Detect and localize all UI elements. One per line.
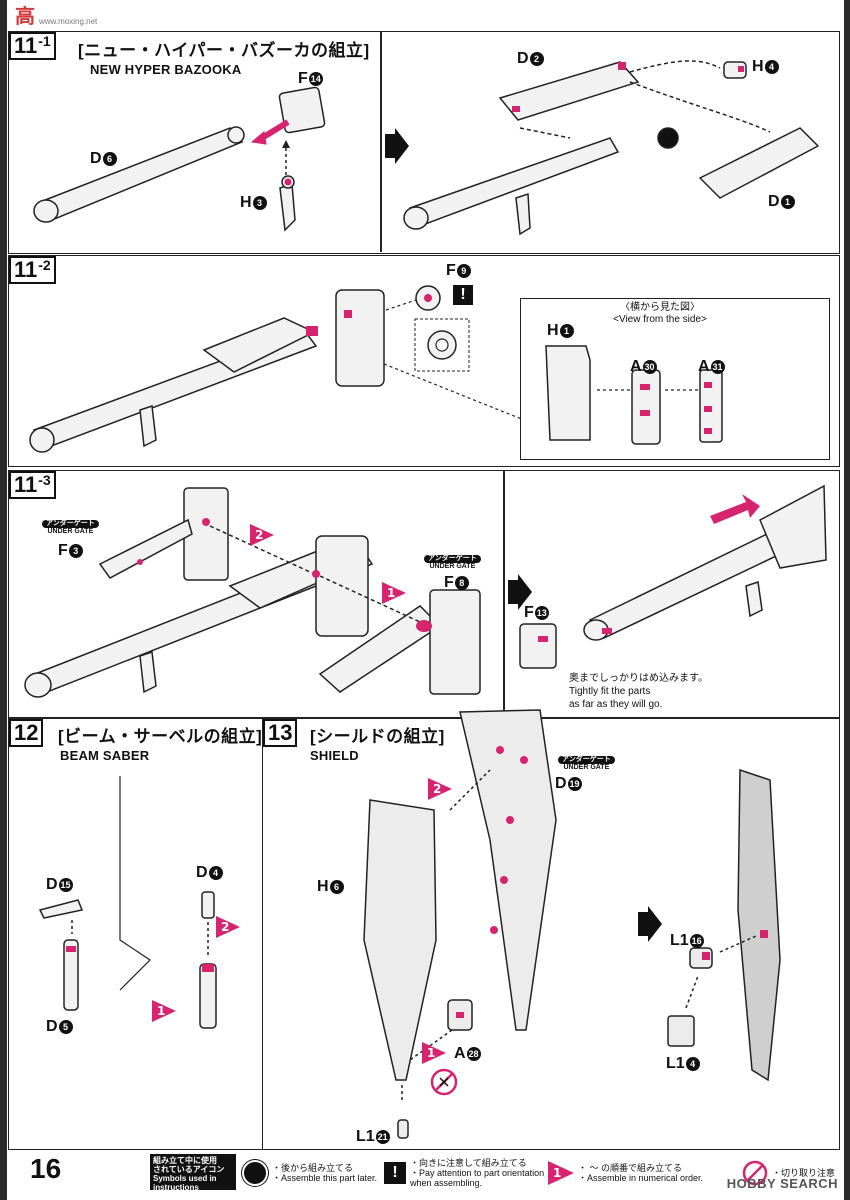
order-1-icon: 1 (422, 1042, 446, 1064)
svg-text:2: 2 (255, 528, 263, 542)
brand-watermark: HOBBY SEARCH (726, 1176, 838, 1191)
legend-order: 1 ・ ～ の順番で組み立てる・Assemble in numerical or… (546, 1155, 703, 1191)
step-13-title-jp: [シールドの組立] (310, 727, 445, 746)
caution-icon: ! (453, 285, 473, 305)
step-12-number: 12 (9, 719, 44, 747)
next-arrow-icon (385, 128, 409, 164)
caution-icon: ! (384, 1162, 406, 1184)
step-12-title-en: BEAM SABER (60, 748, 150, 763)
watermark-text: 高 (15, 5, 35, 28)
watermark-url: www.moxing.net (39, 16, 98, 26)
scan-edge-right (844, 0, 850, 1200)
legend-later: ・後から組み立てる・Assemble this part later. (242, 1155, 377, 1191)
step-11-2-number: 11-2 (9, 256, 56, 284)
bazooka-parts-left-art (33, 86, 326, 232)
side-view-caption: 〈横から見た図〉 <View from the side> (613, 302, 707, 325)
next-arrow-icon (508, 574, 532, 610)
no-cut-icon (742, 1160, 768, 1186)
svg-text:1: 1 (157, 1004, 165, 1018)
scan-edge-left (0, 0, 7, 1200)
bazooka-grip-art (29, 285, 525, 453)
step-11-3-number: 11-3 (9, 471, 56, 499)
step-11-1-title-jp: [ニュー・ハイパー・バズーカの組立] (78, 41, 370, 60)
under-gate-badge: アンダーゲート UNDER GATE (424, 555, 481, 571)
watermark-logo: 高 www.moxing.net (15, 0, 97, 28)
fit-note: 奥までしっかりはめ込みます。 Tightly fit the parts as … (569, 673, 708, 710)
under-gate-badge: アンダーゲート UNDER GATE (42, 520, 99, 536)
order-2-icon: 2 (428, 778, 452, 800)
svg-text:2: 2 (221, 920, 229, 934)
svg-text:1: 1 (427, 1046, 435, 1060)
step-13-number: 13 (263, 719, 298, 747)
step-11-1-title-en: NEW HYPER BAZOOKA (90, 62, 242, 77)
later-icon (242, 1160, 268, 1186)
no-cut-icon (430, 1068, 458, 1096)
footer-bar (7, 1152, 844, 1200)
order-1-icon: 1 (548, 1161, 574, 1185)
step-12-title-jp: [ビーム・サーベルの組立] (58, 727, 263, 746)
order-2-icon: 2 (216, 916, 240, 938)
legend-orientation: ! ・向きに注意して組み立てる・Pay attention to part or… (384, 1155, 544, 1191)
next-arrow-icon (638, 906, 662, 942)
svg-text:1: 1 (387, 586, 395, 600)
step-11-1-number: 11-1 (9, 32, 56, 60)
svg-text:1: 1 (553, 1166, 561, 1180)
top-margin: 高 www.moxing.net (7, 0, 844, 30)
shield-assembly-art (363, 709, 781, 1139)
divider (380, 32, 382, 252)
order-1-icon: 1 (152, 1000, 176, 1022)
order-2-icon: 2 (250, 524, 274, 546)
insert-detail-art (414, 318, 470, 372)
step-13-title-en: SHIELD (310, 748, 359, 763)
bazooka-barrel-fit-art (519, 484, 827, 669)
page-number: 16 (30, 1153, 62, 1184)
divider (503, 471, 505, 716)
svg-text:2: 2 (433, 782, 441, 796)
under-gate-badge: アンダーゲート UNDER GATE (558, 756, 615, 772)
bazooka-assembly-right-art (403, 60, 820, 236)
order-1-icon: 1 (382, 582, 406, 604)
bazooka-stock-art (24, 487, 481, 698)
legend-header: 組み立て中に使用 されているアイコン Symbols used in instr… (150, 1154, 236, 1192)
beam-saber-art (38, 776, 217, 1029)
side-view-art (545, 345, 723, 445)
legend-cut: ・切り取り注意 (742, 1155, 835, 1191)
